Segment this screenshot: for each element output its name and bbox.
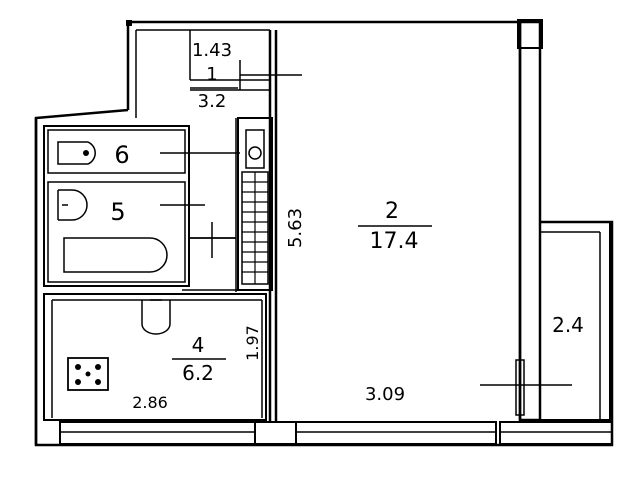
ventilation-shaft bbox=[237, 117, 273, 291]
fixtures bbox=[57, 141, 525, 416]
room-4-number: 4 bbox=[192, 333, 205, 357]
toilet-icon bbox=[57, 189, 88, 221]
room-2-number: 2 bbox=[385, 199, 399, 224]
bathtub-icon bbox=[63, 237, 168, 273]
outer-walls bbox=[34, 19, 614, 447]
labels: 1.43 1 3.2 6 5 2 17.4 5.63 3.09 4 6.2 1.… bbox=[110, 40, 584, 412]
kitchen-sink-icon bbox=[141, 299, 171, 335]
stove-icon bbox=[67, 357, 109, 391]
balcony-area: 2.4 bbox=[552, 313, 584, 337]
door-markers bbox=[160, 60, 572, 405]
room-1-area: 3.2 bbox=[198, 91, 227, 112]
dim-top-width: 1.43 bbox=[192, 40, 232, 61]
room-5-number: 5 bbox=[110, 198, 125, 226]
dim-room4-height: 1.97 bbox=[243, 325, 262, 361]
room-6-number: 6 bbox=[114, 141, 129, 169]
room-4-area: 6.2 bbox=[182, 361, 214, 385]
sink-icon bbox=[57, 141, 96, 165]
dim-room2-width: 3.09 bbox=[365, 384, 405, 405]
interior-walls bbox=[43, 29, 278, 422]
room-2-area: 17.4 bbox=[370, 229, 419, 254]
room-1-number: 1 bbox=[206, 64, 217, 85]
radiator-icon bbox=[515, 359, 525, 416]
dim-room4-width: 2.86 bbox=[132, 393, 168, 412]
dim-room2-height: 5.63 bbox=[285, 208, 306, 248]
